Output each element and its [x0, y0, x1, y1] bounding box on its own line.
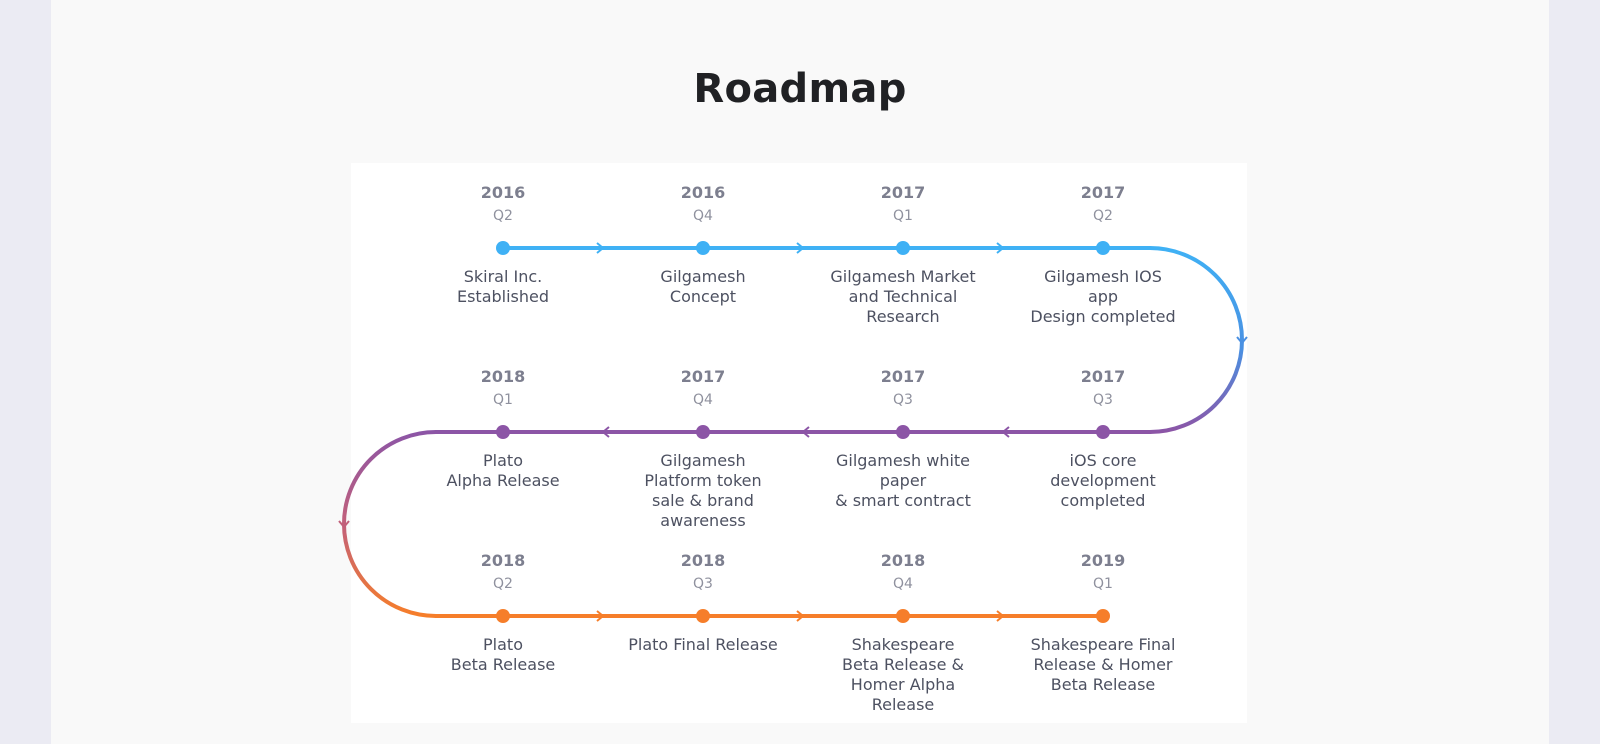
milestone-quarter: Q2: [493, 576, 513, 592]
milestone-quarter: Q1: [893, 208, 913, 224]
milestone-quarter: Q3: [893, 392, 913, 408]
milestone-description: iOS core development completed: [1050, 451, 1156, 510]
milestone-quarter: Q2: [493, 208, 513, 224]
milestone-year: 2016: [480, 183, 526, 202]
milestone-year: 2016: [680, 183, 726, 202]
milestone-description: Shakespeare Beta Release & Homer Alpha R…: [841, 635, 965, 714]
roadmap-panel: [351, 163, 1247, 723]
milestone-description: Gilgamesh Market and Technical Research: [830, 267, 976, 326]
milestone-year: 2017: [1080, 367, 1126, 386]
milestone-year: 2017: [680, 367, 726, 386]
milestone-year: 2018: [480, 551, 526, 570]
milestone-year: 2017: [880, 183, 926, 202]
milestone-year: 2018: [880, 551, 926, 570]
milestone-year: 2017: [1080, 183, 1126, 202]
milestone-description: Gilgamesh IOS app Design completed: [1030, 267, 1176, 326]
milestone-description: Shakespeare Final Release & Homer Beta R…: [1030, 635, 1176, 694]
milestone-quarter: Q1: [493, 392, 513, 408]
milestone-quarter: Q3: [693, 576, 713, 592]
milestone-year: 2018: [680, 551, 726, 570]
milestone-description: Gilgamesh white paper & smart contract: [835, 451, 971, 510]
milestone-description: Plato Beta Release: [450, 635, 556, 674]
page-title: Roadmap: [693, 66, 907, 112]
milestone-description: Gilgamesh Platform token sale & brand aw…: [644, 451, 762, 530]
milestone-year: 2017: [880, 367, 926, 386]
milestone-description: Skiral Inc. Established: [456, 267, 550, 306]
milestone-quarter: Q4: [693, 392, 713, 408]
milestone-quarter: Q2: [1093, 208, 1113, 224]
milestone-description: Plato Final Release: [628, 635, 778, 654]
milestone-quarter: Q3: [1093, 392, 1113, 408]
milestone-quarter: Q4: [893, 576, 913, 592]
milestone-year: 2018: [480, 367, 526, 386]
milestone-description: Gilgamesh Concept: [660, 267, 746, 306]
milestone-description: Plato Alpha Release: [446, 451, 560, 490]
milestone-quarter: Q4: [693, 208, 713, 224]
milestone-quarter: Q1: [1093, 576, 1113, 592]
milestone-year: 2019: [1080, 551, 1126, 570]
